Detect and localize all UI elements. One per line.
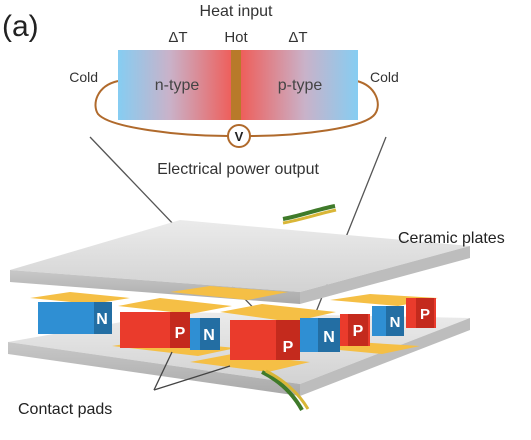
delta-t-right-label: ΔT — [288, 29, 307, 46]
ceramic-plates-label: Ceramic plates — [398, 230, 505, 247]
voltmeter-icon — [227, 124, 251, 148]
delta-t-left-label: ΔT — [168, 29, 187, 46]
panel-label: (a) — [2, 10, 39, 43]
svg-text:P: P — [353, 323, 364, 340]
leg-n-2: N — [190, 318, 220, 350]
svg-text:P: P — [420, 306, 430, 323]
hot-junction-strip — [231, 50, 241, 120]
voltmeter-label: V — [235, 129, 244, 144]
leg-n-4: N — [372, 306, 404, 336]
svg-text:N: N — [96, 311, 108, 328]
top-ceramic-plate — [10, 220, 470, 292]
n-type-label: n-type — [155, 77, 200, 94]
svg-text:P: P — [283, 339, 294, 356]
contact-pads-label: Contact pads — [18, 401, 112, 418]
p-type-block — [240, 50, 358, 120]
contact-pad-pointer-2 — [153, 365, 231, 391]
contact-pad — [170, 286, 288, 300]
cold-right-label: Cold — [370, 69, 399, 85]
leg-p-1: P — [120, 312, 190, 348]
contact-pad — [30, 292, 130, 304]
hot-label: Hot — [224, 29, 248, 46]
contact-pad-pointer-1 — [153, 351, 173, 391]
svg-text:N: N — [390, 314, 401, 331]
back-wire — [282, 204, 336, 221]
leg-n-3: N — [300, 318, 340, 352]
contact-pad — [118, 298, 232, 314]
leg-p-2: P — [230, 320, 300, 360]
contact-pad — [190, 354, 310, 372]
schematic: Heat input ΔT Hot ΔT n-type p-type Cold … — [69, 3, 399, 178]
leg-n-1: N — [38, 302, 112, 334]
circuit-wire — [94, 80, 379, 137]
svg-text:P: P — [175, 325, 186, 342]
contact-pad — [220, 304, 336, 322]
power-output-label: Electrical power output — [157, 161, 319, 178]
front-wire — [261, 370, 304, 411]
thermoelectric-module: N P N P N P N — [8, 204, 470, 411]
leg-p-4: P — [406, 298, 436, 328]
svg-text:N: N — [203, 327, 215, 344]
p-type-label: p-type — [278, 77, 323, 94]
leg-p-3: P — [340, 314, 370, 346]
cold-left-label: Cold — [69, 69, 98, 85]
n-type-block — [118, 50, 233, 120]
svg-text:N: N — [323, 329, 335, 346]
heat-input-label: Heat input — [200, 3, 273, 20]
